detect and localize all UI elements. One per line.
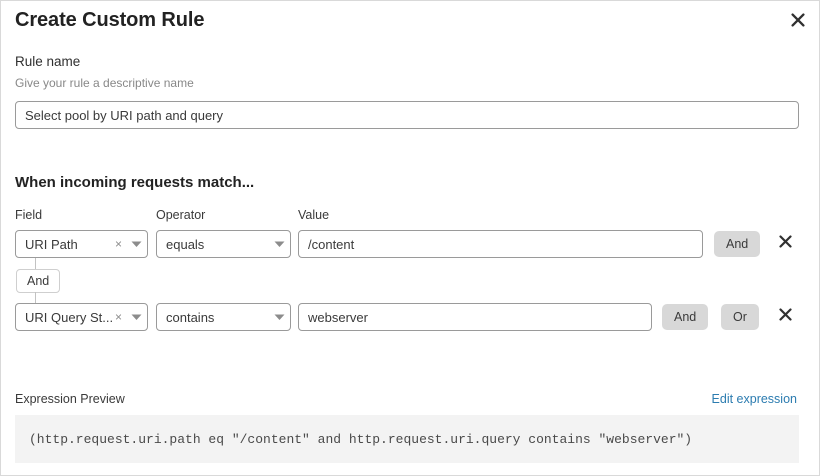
page-title: Create Custom Rule [15,9,205,31]
close-icon [778,308,792,324]
rule-name-input[interactable] [15,101,799,129]
logic-connector-and[interactable]: And [16,269,61,293]
expression-preview-label: Expression Preview [15,392,125,406]
chevron-down-icon[interactable] [270,314,290,321]
column-header-operator: Operator [156,208,206,222]
close-icon [791,13,805,27]
condition-row: URI Query St... × contains And Or [1,303,819,331]
column-header-field: Field [15,208,43,222]
remove-condition-button[interactable] [774,232,796,254]
add-and-condition-button[interactable]: And [662,304,709,330]
chevron-down-icon[interactable] [127,314,147,321]
chevron-down-icon[interactable] [127,241,147,248]
value-input[interactable] [298,303,652,331]
clear-icon[interactable]: × [114,309,122,324]
add-and-condition-button[interactable]: And [714,231,761,257]
clear-icon[interactable]: × [114,236,122,251]
operator-select-value: equals [166,236,205,252]
connector-line-bottom [35,292,36,303]
field-select-value: URI Path [25,236,78,252]
remove-condition-button[interactable] [774,305,796,327]
connector-line-top [35,258,36,270]
rule-name-label: Rule name [15,54,81,69]
expression-preview-code: (http.request.uri.path eq "/content" and… [29,431,693,447]
operator-select[interactable]: equals [156,230,291,258]
expression-preview-box: (http.request.uri.path eq "/content" and… [15,415,799,463]
edit-expression-link[interactable]: Edit expression [711,392,797,406]
field-select[interactable]: URI Query St... × [15,303,148,331]
field-select-value: URI Query St... [25,309,113,325]
add-or-condition-button[interactable]: Or [721,304,759,330]
value-input[interactable] [298,230,703,258]
column-header-value: Value [298,208,330,222]
operator-select-value: contains [166,309,215,325]
close-dialog-button[interactable] [785,7,811,33]
chevron-down-icon[interactable] [270,241,290,248]
close-icon [778,235,792,251]
operator-select[interactable]: contains [156,303,291,331]
rule-name-help-text: Give your rule a descriptive name [15,76,194,90]
field-select[interactable]: URI Path × [15,230,148,258]
conditions-heading: When incoming requests match... [15,174,255,191]
condition-row: URI Path × equals And [1,230,819,258]
